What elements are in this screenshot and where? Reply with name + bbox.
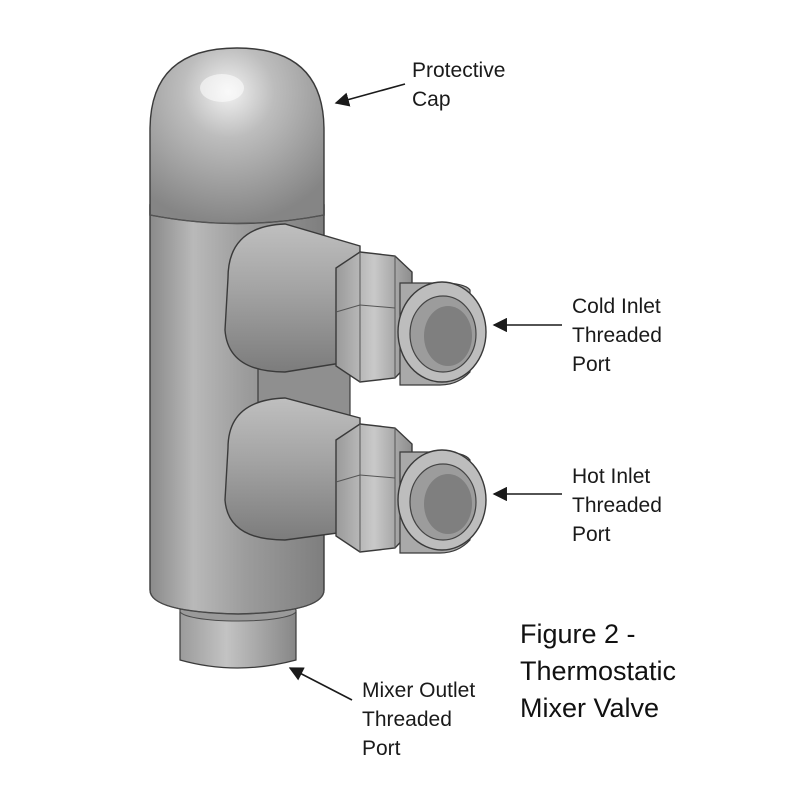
label-line: Port	[572, 523, 611, 546]
cold-inlet-label: Cold Inlet Threaded Port	[572, 292, 662, 379]
label-line: Hot Inlet	[572, 465, 651, 488]
caption-line: Thermostatic	[520, 656, 677, 686]
label-line: Threaded	[572, 324, 662, 347]
arrow-icon	[288, 667, 353, 701]
caption-line: Figure 2 -	[520, 619, 636, 649]
arrow-icon	[334, 83, 406, 107]
figure-caption: Figure 2 - Thermostatic Mixer Valve	[520, 616, 676, 727]
label-line: Mixer Outlet	[362, 679, 476, 702]
label-line: Port	[362, 737, 401, 760]
label-line: Threaded	[572, 494, 662, 517]
cold-inlet-port	[224, 223, 487, 386]
label-line: Threaded	[362, 708, 452, 731]
hot-inlet-port	[224, 397, 487, 554]
caption-line: Mixer Valve	[520, 693, 660, 723]
hot-inlet-label: Hot Inlet Threaded Port	[572, 462, 662, 549]
label-line: Cap	[412, 88, 451, 111]
protective-cap	[149, 47, 325, 225]
label-line: Protective	[412, 59, 506, 82]
mixer-outlet-label: Mixer Outlet Threaded Port	[362, 676, 475, 763]
label-line: Cold Inlet	[572, 295, 661, 318]
protective-cap-label: Protective Cap	[412, 56, 505, 114]
label-line: Port	[572, 353, 611, 376]
